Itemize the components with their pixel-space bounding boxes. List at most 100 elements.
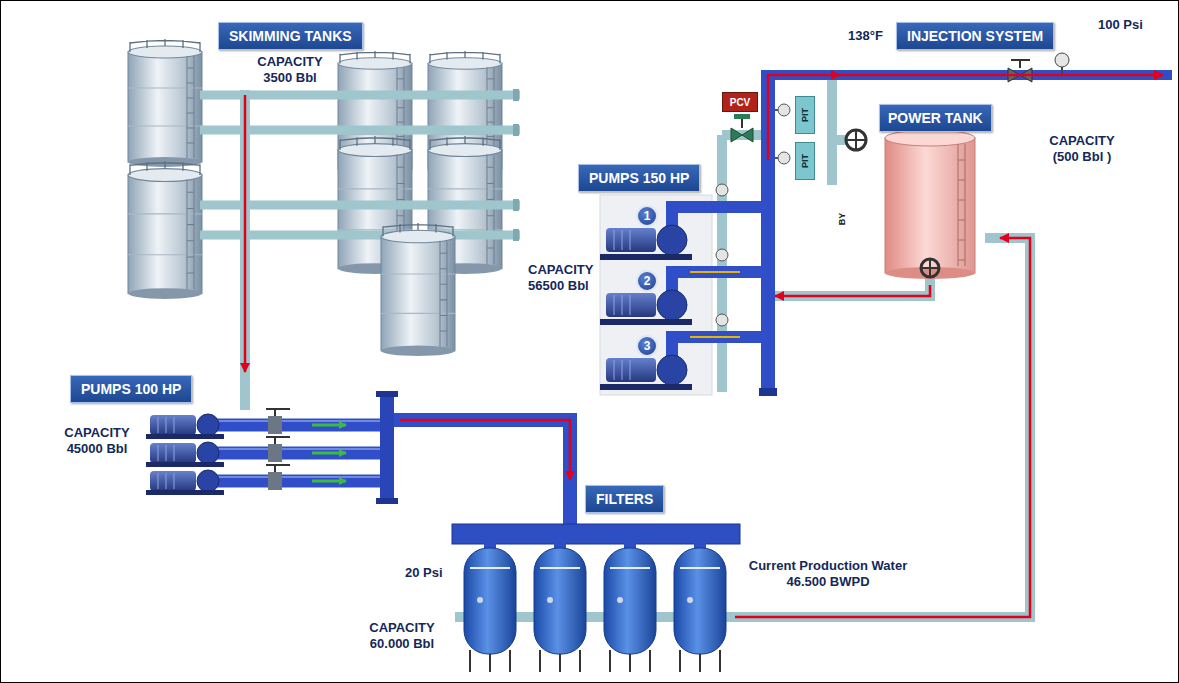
injection-pumps: [690, 272, 740, 337]
capacity-note: CAPACITY 60.000 Bbl: [360, 620, 444, 651]
booster-pumps: [146, 462, 224, 467]
booster-pumps: [376, 391, 398, 397]
section-banner: POWER TANK: [879, 104, 992, 132]
flow-note: Current Production Water 46.500 BWPD: [738, 558, 918, 591]
booster-pumps: [197, 470, 219, 492]
booster-pumps: [146, 490, 224, 495]
control-valves: [741, 119, 743, 128]
section-banner: SKIMMING TANKS: [218, 22, 363, 50]
power-tank: [885, 138, 975, 273]
power-tank-group: POWER TANK: [875, 100, 1000, 285]
filter-bank: [617, 597, 623, 603]
booster-pumps: [150, 415, 196, 435]
capacity-note: CAPACITY (500 Bbl ): [1040, 133, 1124, 164]
control-valves: [840, 74, 1163, 77]
section-banner: INJECTION SYSTEM: [896, 22, 1054, 50]
booster-pumps: [312, 452, 346, 455]
booster-pumps: [387, 420, 570, 526]
booster-pumps: [146, 391, 570, 526]
pressure-reading: 100 Psi: [1098, 17, 1143, 32]
filter-bank: [464, 548, 516, 654]
section-banner: PUMPS 100 HP: [70, 375, 192, 403]
temperature-reading: 138°F: [848, 28, 883, 43]
control-valves: [775, 110, 778, 158]
pump-number-text: 1: [644, 209, 651, 223]
power-tank: [768, 130, 975, 296]
booster-pumps: [197, 414, 219, 436]
filter-bank: [534, 548, 586, 654]
control-valves: [778, 152, 790, 164]
flow-arrow: [244, 305, 247, 372]
injection-pumps: [600, 384, 692, 390]
bypass-tag: BY: [837, 213, 847, 226]
power-tank: [921, 259, 939, 277]
filter-bank: [452, 238, 1030, 672]
skimming-tank-farm: [240, 90, 250, 410]
skimming-tank-farm: [244, 95, 247, 305]
booster-pumps: [312, 480, 346, 483]
injection-pumps-group: PUMPS 150 HPCAPACITY 56500 Bbl123: [525, 160, 775, 395]
flow-arrow: [735, 238, 1030, 617]
power-tank: [885, 130, 975, 146]
filter-bank: [477, 597, 483, 603]
injection-pumps: [716, 314, 728, 326]
injection-pumps: [716, 184, 728, 196]
capacity-note: CAPACITY 3500 Bbl: [248, 54, 332, 85]
booster-pumps: [376, 498, 398, 504]
booster-pumps: [214, 425, 387, 481]
filters-group: FILTERS20 PsiCAPACITY 60.000 Bbl: [355, 480, 735, 675]
injection-pumps: [614, 230, 630, 380]
booster-pumps: [268, 444, 282, 462]
skimming-tank-farm: [128, 39, 520, 410]
section-banner: PUMPS 150 HP: [578, 164, 700, 192]
booster-pumps: [150, 443, 196, 463]
pit-tag-text: PIT: [800, 108, 810, 122]
skimming-tank-farm: [128, 39, 202, 167]
booster-pumps: [150, 471, 196, 491]
injection-pumps: [600, 195, 712, 395]
injection-pumps: [600, 254, 692, 260]
skimming-tank-farm: [513, 89, 519, 241]
booster-pumps: [214, 421, 387, 477]
skimming-tank-farm: [128, 161, 202, 299]
booster-pumps: [268, 472, 282, 490]
control-valves: [846, 130, 866, 150]
pcv-tag: PCV: [722, 92, 758, 112]
filter-bank: [687, 597, 693, 603]
power-tank: [921, 259, 939, 277]
filter-bank: [470, 650, 720, 672]
pressure-reading: 20 Psi: [405, 565, 443, 580]
pcv-tag-text: PCV: [730, 97, 751, 108]
flow-arrow: [775, 285, 930, 296]
booster-pumps-group: PUMPS 100 HP CAPACITY 45000 Bbl: [50, 372, 400, 500]
filter-bank: [470, 567, 720, 569]
booster-pumps: [266, 409, 290, 472]
power-tank: [958, 144, 965, 266]
control-valves: [778, 104, 790, 116]
injection-pumps: [600, 70, 1172, 396]
injection-pumps: [657, 290, 687, 320]
capacity-note: CAPACITY 56500 Bbl: [528, 262, 608, 293]
pump-number: 1: [636, 205, 658, 227]
capacity-note: CAPACITY 45000 Bbl: [55, 425, 139, 456]
pit-tag-text: PIT: [800, 154, 810, 168]
injection-pumps: [600, 319, 692, 325]
booster-pumps: [146, 434, 224, 439]
booster-pumps: [380, 395, 394, 500]
pit-tag: PIT: [795, 96, 815, 134]
flow-arrow: [400, 420, 570, 480]
booster-pumps: [312, 424, 346, 427]
filter-bank: [604, 548, 656, 654]
control-valves: [832, 80, 846, 185]
pump-number-text: 2: [644, 274, 651, 288]
injection-system-group: 138°F INJECTION SYSTEM 100 Psi: [840, 15, 1170, 90]
booster-pumps: [268, 416, 282, 434]
control-valves: [731, 53, 1163, 185]
injection-pumps: [657, 355, 687, 385]
booster-pumps: [158, 417, 174, 489]
control-valves: [731, 128, 753, 142]
injection-pumps: [759, 388, 777, 396]
injection-pumps: [716, 249, 728, 261]
filter-bank: [547, 597, 553, 603]
